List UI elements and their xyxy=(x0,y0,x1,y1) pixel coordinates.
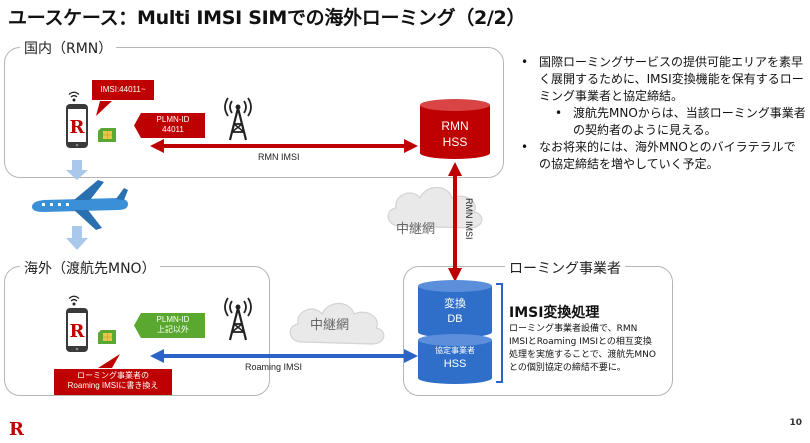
visited-sim-card-icon xyxy=(97,329,117,345)
home-region-label: 国内（RMN） xyxy=(20,38,117,58)
relay-label-bottom: 中継網 xyxy=(310,317,350,332)
home-plmn-tag-shape xyxy=(134,113,205,138)
home-sim-card-icon xyxy=(97,127,117,143)
bullet-item: なお将来的には、海外MNOとのバイラテラルでの協定締結を増やしていく予定。 xyxy=(517,139,807,173)
imsi-bubble-pointer xyxy=(96,101,112,116)
relay-label-top: 中継網 xyxy=(396,221,436,236)
conversion-db-line1: 変換 xyxy=(444,298,466,310)
visited-plmn-line2: 上記以外 xyxy=(157,325,189,334)
brand-logo: R xyxy=(9,419,24,440)
bullet-sub-item: 渡航先MNOからは、当該ローミング事業者の契約者のように見える。 xyxy=(517,105,807,139)
visited-signal-icon xyxy=(68,295,80,307)
page-title: ユースケース：Multi IMSI SIMでの海外ローミング（2/2） xyxy=(8,7,526,29)
imsi-bubble: IMSI:44011~ xyxy=(92,80,154,100)
process-title: IMSI変換処理 xyxy=(509,305,600,321)
conversion-db-label: 変換 DB xyxy=(418,297,492,327)
visited-plmn-line1: PLMN-ID xyxy=(156,315,190,324)
process-description: ローミング事業者設備で、RMN IMSIとRoaming IMSIとの相互変換処… xyxy=(509,324,656,374)
roaming-imsi-arrow xyxy=(150,349,418,363)
home-plmn-tag: PLMN-ID 44011 xyxy=(141,113,205,138)
airplane-icon xyxy=(32,180,128,230)
home-signal-icon xyxy=(68,91,80,103)
page-number: 10 xyxy=(789,418,802,428)
rmn-hss-label: RMN HSS xyxy=(420,119,490,150)
down-arrow-top-icon xyxy=(66,160,88,180)
vertical-link-label: RMN IMSI xyxy=(464,198,474,240)
visited-smartphone-icon xyxy=(66,308,88,352)
rmn-hss-database-icon xyxy=(420,99,490,159)
down-arrow-bottom-icon xyxy=(66,226,88,250)
rmn-hss-line2: HSS xyxy=(442,134,468,149)
rewrite-tag: ローミング事業者の Roaming IMSIに書き換え xyxy=(54,369,172,395)
visited-plmn-tag: PLMN-ID 上記以外 xyxy=(141,313,205,338)
rmn-hss-line1: RMN xyxy=(441,119,469,133)
process-bracket xyxy=(496,283,503,383)
partner-hss-label: 協定事業者 HSS xyxy=(418,346,492,372)
home-antenna-tower-icon xyxy=(223,96,253,142)
visited-plmn-tag-shape xyxy=(134,313,205,338)
visited-region-label: 海外（渡航先MNO） xyxy=(20,258,160,278)
partner-hss-line2: HSS xyxy=(443,357,467,370)
bullet-item: 国際ローミングサービスの提供可能エリアを素早く展開するために、IMSI変換機能を… xyxy=(517,54,807,105)
partner-hss-database-icon xyxy=(418,334,492,384)
visited-antenna-tower-icon xyxy=(223,296,253,342)
vertical-rmn-imsi-arrow xyxy=(448,162,462,282)
home-smartphone-icon xyxy=(66,104,88,148)
home-plmn-line2: 44011 xyxy=(162,125,184,134)
rewrite-tag-line1: ローミング事業者の xyxy=(77,371,149,380)
roaming-imsi-link-label: Roaming IMSI xyxy=(245,362,303,372)
rmn-imsi-arrow xyxy=(150,139,418,153)
roaming-operator-label: ローミング事業者 xyxy=(505,258,625,278)
home-plmn-line1: PLMN-ID xyxy=(156,115,190,124)
bullet-list: 国際ローミングサービスの提供可能エリアを素早く展開するために、IMSI変換機能を… xyxy=(517,54,807,173)
rewrite-tag-pointer xyxy=(98,354,120,368)
rmn-imsi-link-label: RMN IMSI xyxy=(258,152,300,162)
conversion-db-database-icon xyxy=(418,280,492,338)
partner-hss-line1: 協定事業者 xyxy=(435,346,475,355)
conversion-db-line2: DB xyxy=(447,312,463,325)
rewrite-tag-line2: Roaming IMSIに書き換え xyxy=(67,381,159,390)
